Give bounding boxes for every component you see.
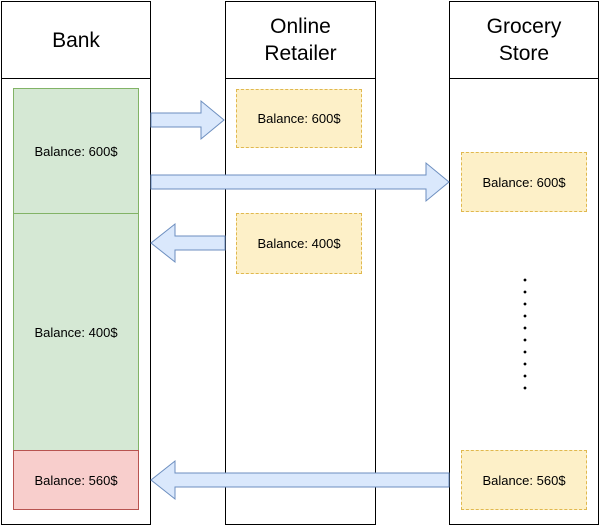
bank-balance-560: Balance: 560$: [13, 450, 139, 510]
grocery-balance-600: Balance: 600$: [461, 152, 587, 212]
bank-balance-560-label: Balance: 560$: [34, 472, 118, 488]
bank-balance-400: Balance: 400$: [13, 213, 139, 451]
retailer-balance-400: Balance: 400$: [236, 213, 362, 274]
retailer-balance-400-label: Balance: 400$: [257, 236, 341, 251]
arrow-bank-to-retailer: [150, 99, 225, 141]
ellipsis-dots: [523, 274, 527, 390]
retailer-lane-title: Online Retailer: [226, 2, 375, 79]
bank-lane-title: Bank: [2, 2, 150, 79]
arrow-retailer-to-bank: [150, 222, 226, 264]
bank-balance-400-label: Balance: 400$: [34, 324, 118, 340]
bank-balance-600-label: Balance: 600$: [34, 143, 118, 159]
retailer-balance-600-label: Balance: 600$: [257, 111, 341, 126]
grocery-balance-560: Balance: 560$: [461, 450, 587, 510]
grocery-balance-600-label: Balance: 600$: [482, 174, 566, 190]
arrow-grocery-to-bank: [150, 459, 450, 501]
grocery-lane-title: Grocery Store: [450, 2, 598, 79]
arrow-bank-to-grocery: [150, 161, 450, 203]
grocery-lane: Grocery Store: [449, 1, 599, 525]
retailer-balance-600: Balance: 600$: [236, 89, 362, 148]
grocery-balance-560-label: Balance: 560$: [482, 472, 566, 488]
